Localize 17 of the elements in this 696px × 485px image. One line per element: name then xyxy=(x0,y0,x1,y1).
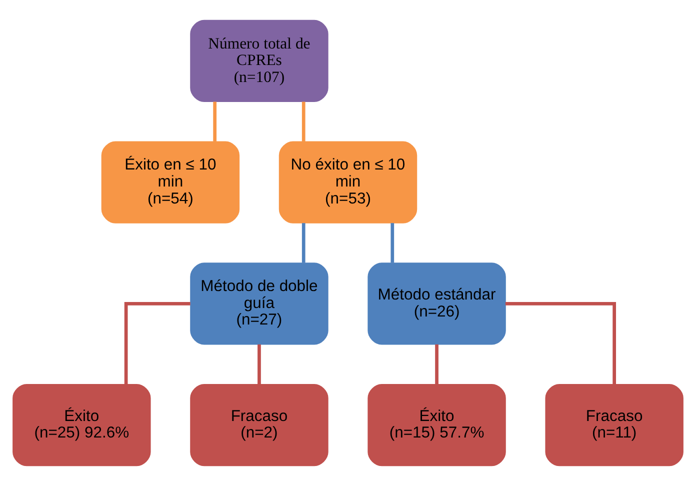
node-box: Fracaso (n=2) xyxy=(190,384,328,466)
node-box: No éxito en ≤ 10 min (n=53) xyxy=(278,140,418,223)
node-box: Número total de CPREs (n=107) xyxy=(190,19,328,102)
connector xyxy=(258,344,261,384)
node-box: Método estándar (n=26) xyxy=(368,262,506,344)
connector xyxy=(390,222,394,262)
connector xyxy=(302,101,306,141)
connector xyxy=(435,344,438,384)
connector xyxy=(124,302,190,384)
node-box: Método de doble guía (n=27) xyxy=(190,262,328,344)
node-box: Éxito (n=15) 57.7% xyxy=(368,384,506,466)
node-box: Éxito en ≤ 10 min (n=54) xyxy=(101,140,240,223)
node-box: Éxito (n=25) 92.6% xyxy=(12,384,151,466)
connector xyxy=(213,101,217,141)
connector xyxy=(302,222,306,262)
connector xyxy=(505,302,616,384)
node-box: Fracaso (n=11) xyxy=(545,384,684,466)
